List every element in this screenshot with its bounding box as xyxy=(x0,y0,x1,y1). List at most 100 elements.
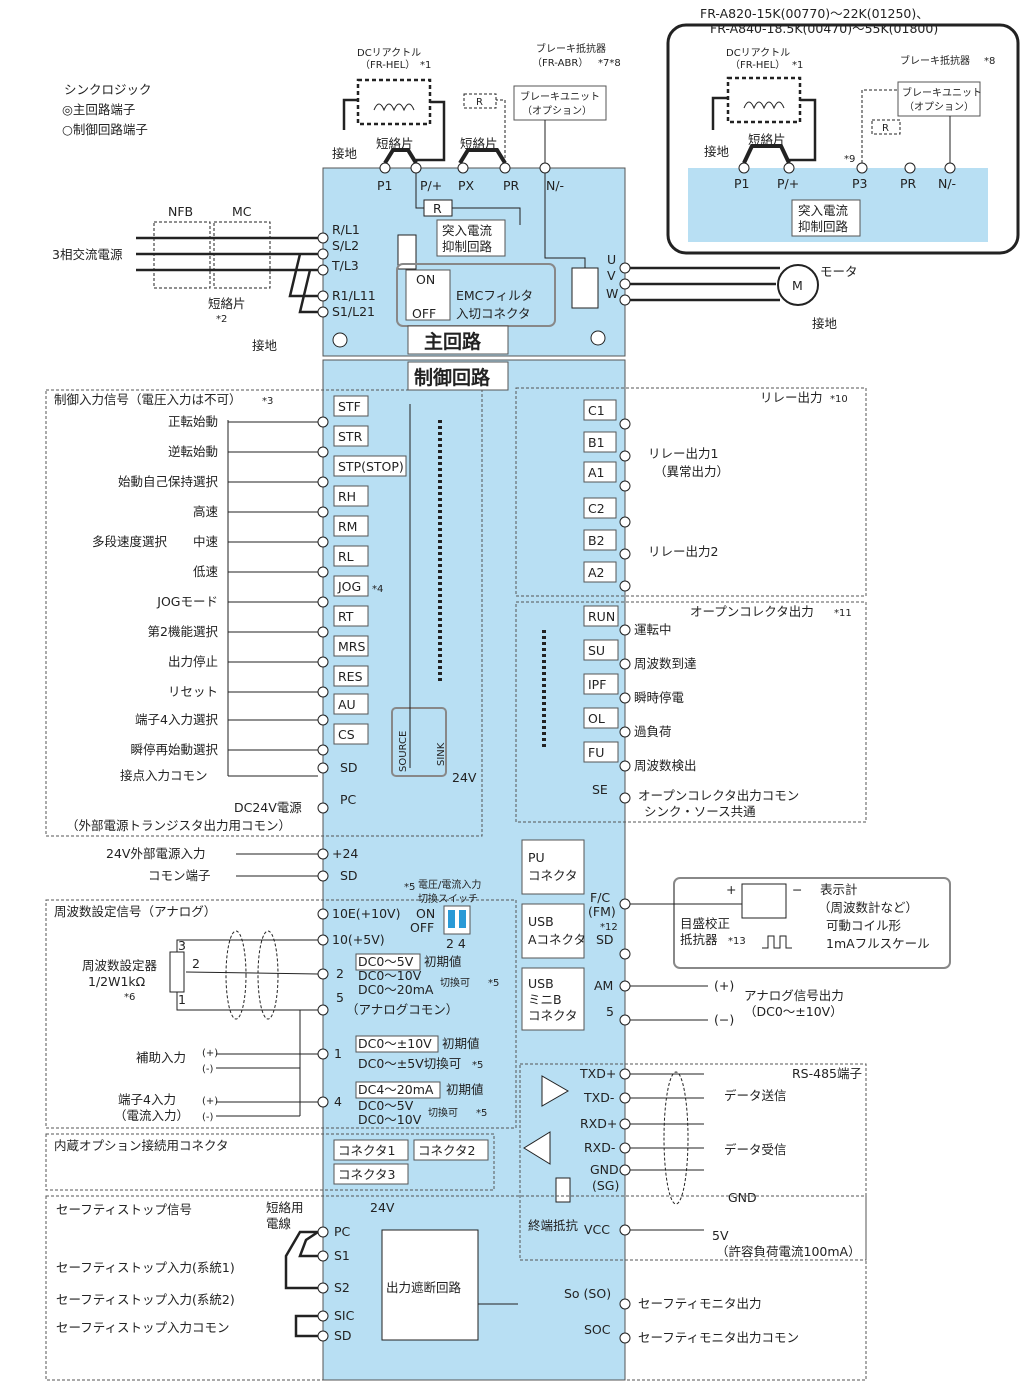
am-label: AM xyxy=(594,978,613,993)
terminal-ol[interactable] xyxy=(619,726,631,738)
terminal-rs485[interactable] xyxy=(619,1118,631,1130)
inset-terminal-p3[interactable] xyxy=(856,162,868,174)
usb-b-connector[interactable] xyxy=(521,967,585,1031)
input-section-frame xyxy=(45,389,483,837)
terminal-px[interactable] xyxy=(457,162,469,174)
terminal-1[interactable] xyxy=(317,1048,329,1060)
terminal-p1[interactable] xyxy=(379,162,391,174)
oc-terminal-box xyxy=(583,673,619,695)
connector-1[interactable] xyxy=(333,1139,409,1161)
terminal-5[interactable] xyxy=(317,1004,329,1016)
terminal-sd[interactable] xyxy=(317,762,329,774)
input-terminal-box xyxy=(333,575,369,597)
inset-terminal-n[interactable] xyxy=(944,162,956,174)
terminal-sl2[interactable] xyxy=(317,248,329,260)
inset-brake-resistor-box xyxy=(871,119,901,135)
terminal-c1[interactable] xyxy=(619,418,631,430)
terminal-24[interactable] xyxy=(317,848,329,860)
inset-terminal-label: P3 xyxy=(852,176,868,191)
input-terminal-box xyxy=(333,605,369,627)
rectifier xyxy=(397,234,417,270)
terminal-p[interactable] xyxy=(410,162,422,174)
terminal-safety-s1[interactable] xyxy=(317,1250,329,1262)
source-sink-switch[interactable] xyxy=(391,707,447,777)
terminal-r1l11[interactable] xyxy=(317,290,329,302)
oc-terminal-box xyxy=(583,707,619,729)
terminal-fu[interactable] xyxy=(619,760,631,772)
terminal-sd2[interactable] xyxy=(317,870,329,882)
terminal-str[interactable] xyxy=(317,446,329,458)
input-terminal-label: STP(STOP) xyxy=(338,459,404,474)
terminal-so[interactable] xyxy=(619,1298,631,1310)
terminal-ipf[interactable] xyxy=(619,692,631,704)
terminal-v[interactable] xyxy=(619,278,631,290)
terminal-au[interactable] xyxy=(317,714,329,726)
inset-terminal-pr[interactable] xyxy=(904,162,916,174)
terminal-rs485[interactable] xyxy=(619,1068,631,1080)
inset-terminal-p[interactable] xyxy=(783,162,795,174)
terminal-am[interactable] xyxy=(619,980,631,992)
terminal-ground-right[interactable] xyxy=(590,330,606,346)
terminal-stf[interactable] xyxy=(317,416,329,428)
terminal-ground[interactable] xyxy=(332,332,348,348)
terminal-soc[interactable] xyxy=(619,1332,631,1344)
terminal-rs485[interactable] xyxy=(619,1142,631,1154)
terminal-s1l21[interactable] xyxy=(317,306,329,318)
terminal-jog[interactable] xyxy=(317,596,329,608)
terminal-label: PR xyxy=(503,178,520,193)
terminal-b2[interactable] xyxy=(619,548,631,560)
terminal-rm[interactable] xyxy=(317,536,329,548)
terminal-n[interactable] xyxy=(539,162,551,174)
terminal-safety-sic[interactable] xyxy=(317,1310,329,1322)
terminal-10e[interactable] xyxy=(317,908,329,920)
terminal-rs485[interactable] xyxy=(619,1164,631,1176)
terminal-a2[interactable] xyxy=(619,580,631,592)
terminal-mrs[interactable] xyxy=(317,656,329,668)
rs485-terminal-label: RXD+ xyxy=(580,1116,617,1131)
terminal-rl[interactable] xyxy=(317,566,329,578)
terminal-su[interactable] xyxy=(619,658,631,670)
terminal-rs485[interactable] xyxy=(619,1092,631,1104)
terminal-b1[interactable] xyxy=(619,450,631,462)
connector-3[interactable] xyxy=(333,1163,409,1185)
terminal-safety-s2[interactable] xyxy=(317,1282,329,1294)
terminal-4[interactable] xyxy=(317,1096,329,1108)
rs485-terminal-label: (SG) xyxy=(592,1178,619,1193)
terminal-c2[interactable] xyxy=(619,516,631,528)
t2-label: 2 xyxy=(336,966,344,981)
inset-terminal-p1[interactable] xyxy=(738,162,750,174)
terminal-10[interactable] xyxy=(317,934,329,946)
terminal-pr[interactable] xyxy=(499,162,511,174)
pot-label-1: 周波数設定器 xyxy=(82,958,158,973)
terminal-safety-pc[interactable] xyxy=(317,1226,329,1238)
terminal-rt[interactable] xyxy=(317,626,329,638)
terminal-2[interactable] xyxy=(317,968,329,980)
terminal-tl3[interactable] xyxy=(317,264,329,276)
inset-reactor-coil xyxy=(743,101,785,110)
terminal-sd3[interactable] xyxy=(619,948,631,960)
main-wire xyxy=(416,100,446,162)
terminal-safety-sd[interactable] xyxy=(317,1330,329,1342)
terminal-rl1[interactable] xyxy=(317,232,329,244)
terminal-5b[interactable] xyxy=(619,1014,631,1026)
terminal-a1[interactable] xyxy=(619,480,631,492)
terminal-rh[interactable] xyxy=(317,506,329,518)
terminal-rs485[interactable] xyxy=(619,1224,631,1236)
terminal-res[interactable] xyxy=(317,686,329,698)
emc-switch[interactable] xyxy=(405,269,451,321)
terminal-run[interactable] xyxy=(619,624,631,636)
dcl-model: （FR-HEL） xyxy=(360,59,415,71)
so-label: So (SO) xyxy=(564,1286,611,1301)
pu-connector[interactable] xyxy=(521,839,585,895)
terminal-fc[interactable] xyxy=(619,898,631,910)
terminal-cs[interactable] xyxy=(317,744,329,756)
relay-terminal-label: A1 xyxy=(588,465,605,480)
connector-2[interactable] xyxy=(413,1139,489,1161)
terminal-pc[interactable] xyxy=(317,802,329,814)
usb-a-connector[interactable] xyxy=(521,903,585,959)
terminal-stpstop[interactable] xyxy=(317,476,329,488)
terminal-u[interactable] xyxy=(619,262,631,274)
terminal-w[interactable] xyxy=(619,294,631,306)
terminal-se[interactable] xyxy=(619,792,631,804)
voltage-current-switch[interactable] xyxy=(443,905,471,935)
